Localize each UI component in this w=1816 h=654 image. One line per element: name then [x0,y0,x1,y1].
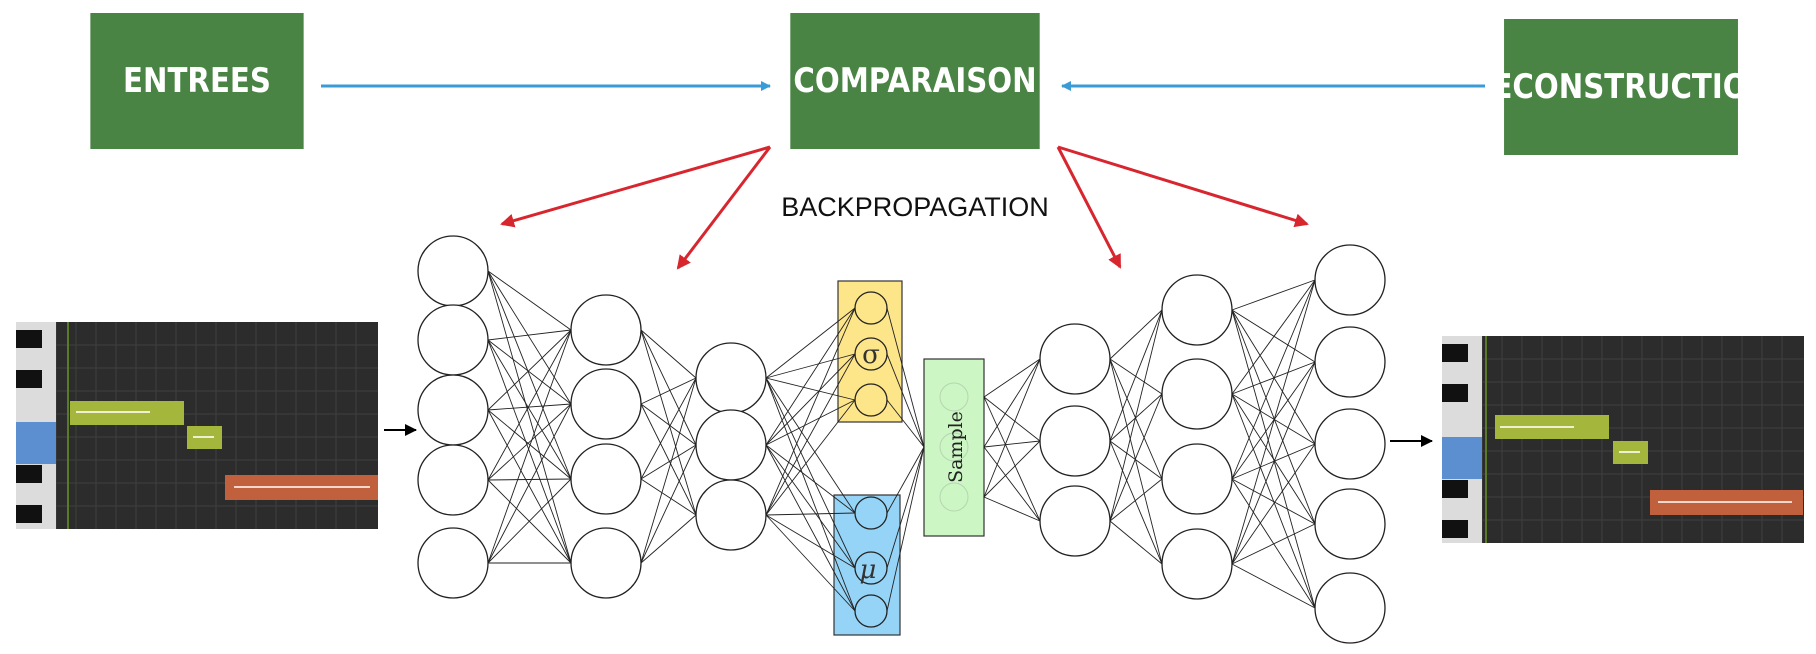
neuron-node [1039,323,1111,395]
neuron-node [854,383,888,417]
neuron-node [1161,358,1233,430]
backpropagation-label: BACKPROPAGATION [781,192,1049,222]
sample-label: Sample [945,411,967,483]
neuron-node [1161,528,1233,600]
mu-box [833,494,901,636]
neuron-node [939,432,969,462]
neuron-node [570,294,642,366]
piano-roll-input [16,322,378,529]
entrees-box: ENTREES [90,13,304,149]
sigma-symbol: σ [862,340,880,370]
neuron-node [1314,572,1386,644]
entrees-label: ENTREES [123,61,271,101]
neuron-node [570,527,642,599]
network-neurons [417,235,1386,644]
reconstruction-label: RECONSTRUCTION [1469,67,1773,107]
neuron-node [417,444,489,516]
neuron-node [854,496,888,530]
neuron-node [417,374,489,446]
neuron-node [417,235,489,307]
neuron-node [1314,326,1386,398]
neuron-node [1039,405,1111,477]
neuron-node [939,482,969,512]
neuron-node [1314,408,1386,480]
network-connections [487,270,1316,612]
neuron-node [417,304,489,376]
neuron-node [854,594,888,628]
neuron-node [695,479,767,551]
neuron-node [1314,488,1386,560]
comparaison-label: COMPARAISON [793,61,1037,101]
neuron-node [570,443,642,515]
neuron-node [1314,244,1386,316]
reconstruction-box: RECONSTRUCTION [1470,19,1772,155]
neuron-node [854,551,888,585]
mu-symbol: μ [860,555,877,585]
neuron-node [570,368,642,440]
neuron-node [1039,485,1111,557]
neuron-node [695,409,767,481]
neuron-node [1161,443,1233,515]
piano-roll-output [1442,336,1804,543]
neuron-node [1161,274,1233,346]
neuron-node [695,342,767,414]
neuron-node [417,527,489,599]
neuron-node [854,337,888,371]
backprop-arrows [500,145,1309,270]
comparaison-box: COMPARAISON [790,13,1040,149]
neuron-node [854,291,888,325]
neuron-node [939,382,969,412]
